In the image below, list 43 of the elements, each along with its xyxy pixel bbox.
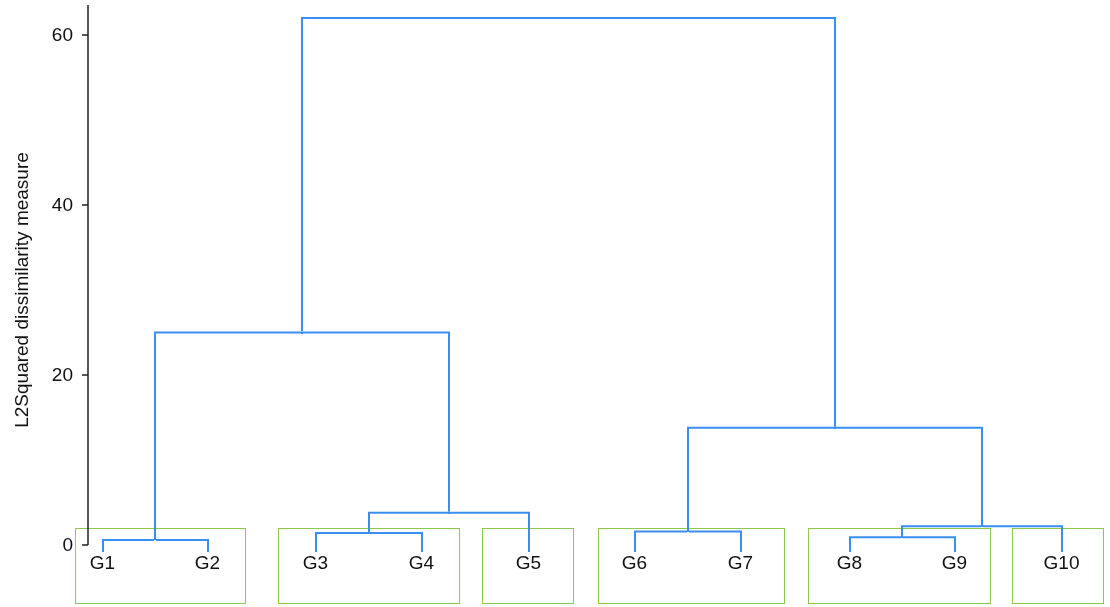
group-box [482, 528, 574, 604]
dendrogram-branch [902, 536, 956, 553]
dendrogram-branch [302, 331, 450, 513]
group-box [75, 528, 246, 604]
dendrogram-branch [368, 511, 449, 534]
leaf-label: G7 [720, 551, 761, 574]
dendrogram-branch [301, 17, 568, 333]
dendrogram-branch [849, 536, 902, 553]
group-box [598, 528, 785, 604]
group-box [808, 528, 991, 604]
dendrogram-branch [155, 538, 209, 553]
dendrogram-branch [102, 538, 155, 553]
dendrogram-branch [568, 17, 836, 428]
dendrogram-branch [901, 525, 982, 538]
junction-point [686, 529, 689, 532]
leaf-label: G10 [1041, 551, 1082, 574]
dendrogram-branch [315, 532, 369, 553]
dendrogram-branch [835, 426, 983, 527]
junction-point [900, 535, 903, 538]
leaf-label: G9 [934, 551, 975, 574]
axis-tick-label: 40 [50, 194, 73, 216]
dendrogram-branch [634, 530, 688, 553]
leaf-label: G4 [401, 551, 442, 574]
leaf-label: G1 [82, 551, 123, 574]
axis-tick-label: 20 [50, 364, 73, 386]
group-box [1012, 528, 1104, 604]
leaf-label: G5 [508, 551, 549, 574]
leaf-label: G3 [295, 551, 336, 574]
junction-point [153, 538, 156, 541]
axis-tick-label: 0 [61, 534, 73, 556]
axis-title: L2Squared dissimilarity measure [11, 152, 33, 428]
dendrogram-branch [449, 511, 530, 553]
group-box [278, 528, 460, 604]
dendrogram-branch [688, 530, 742, 553]
dendrogram-branch [982, 525, 1063, 553]
dendrogram-branch [154, 331, 302, 540]
axis-tick-label: 60 [50, 24, 73, 46]
leaf-label: G8 [829, 551, 870, 574]
junction-point [367, 531, 370, 534]
leaf-label: G2 [187, 551, 228, 574]
dendrogram-branch [369, 532, 423, 553]
dendrogram-branch [687, 426, 835, 532]
leaf-label: G6 [614, 551, 655, 574]
